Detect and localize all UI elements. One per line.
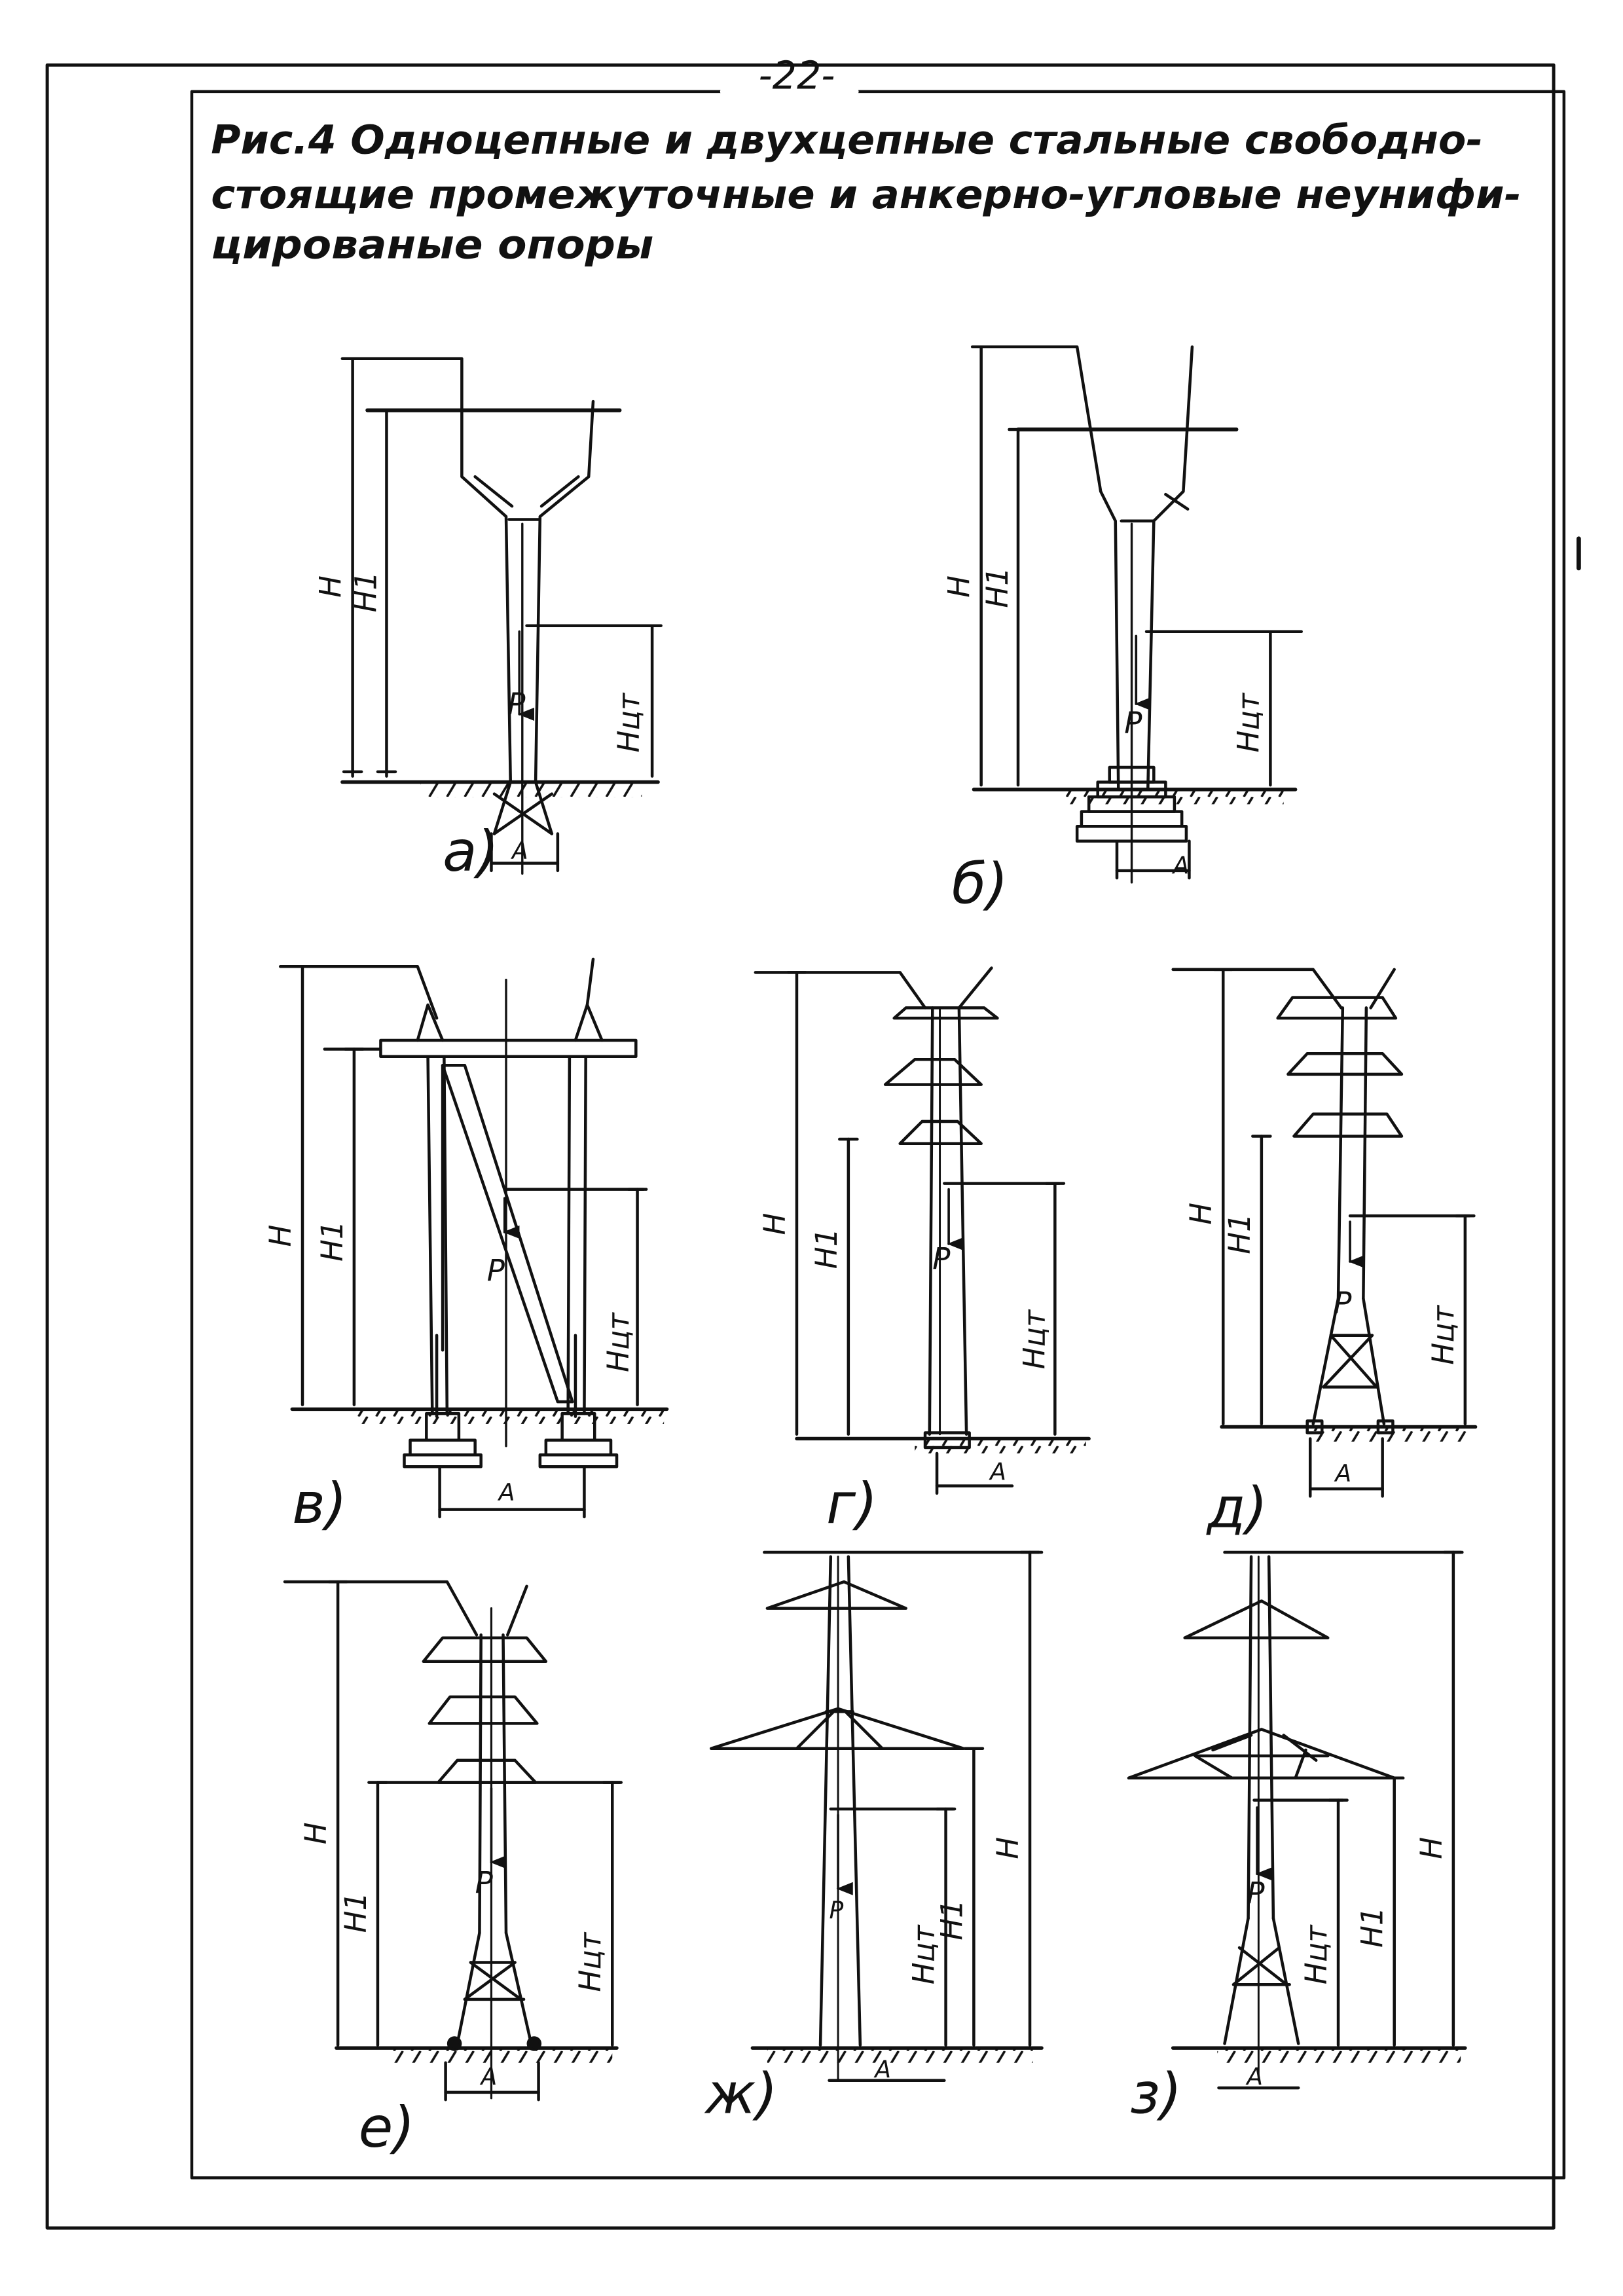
label-P: P: [1124, 706, 1142, 740]
label-P: P: [932, 1241, 951, 1276]
label-H1: H1: [980, 567, 1015, 608]
figure-e: [283, 1580, 623, 2102]
figure-v: [278, 957, 669, 1519]
label-H: H: [942, 575, 977, 598]
label-H: H: [314, 575, 348, 598]
figure-label-e: е): [359, 2096, 415, 2160]
label-A: A: [989, 1459, 1006, 1486]
label-H1: H1: [349, 572, 384, 613]
label-A: A: [498, 1479, 515, 1506]
label-Hct: Hцт: [1231, 692, 1266, 753]
figure-zh: [709, 1550, 1044, 2083]
page-header: -22-: [759, 53, 835, 98]
caption-line-3: цированые опоры: [211, 223, 653, 268]
label-H: H: [263, 1225, 298, 1247]
figure-label-d: д): [1205, 1476, 1267, 1541]
figure-label-b: б): [952, 852, 1008, 917]
label-P: P: [487, 1253, 505, 1288]
figure-label-v: в): [292, 1472, 347, 1537]
label-A: A: [511, 837, 528, 865]
label-H: H: [757, 1213, 792, 1235]
label-H: H: [991, 1837, 1025, 1859]
label-P: P: [507, 687, 526, 721]
caption-line-2: стоящие промежуточные и анкерно-угловые …: [211, 172, 1521, 218]
label-Hct: Hцт: [611, 692, 646, 753]
label-P: P: [1247, 1876, 1265, 1910]
label-Hct: Hцт: [1017, 1309, 1052, 1370]
label-H1: H1: [338, 1892, 373, 1933]
label-H: H: [1414, 1837, 1449, 1859]
label-Hct: Hцт: [1299, 1924, 1334, 1985]
figure-b: [970, 345, 1303, 884]
label-H1: H1: [1222, 1213, 1257, 1254]
figure-label-z: з): [1130, 2062, 1182, 2126]
label-A: A: [1172, 852, 1190, 879]
label-H1: H1: [934, 1899, 969, 1941]
figure-a: [340, 357, 663, 875]
label-Hct: Hцт: [573, 1931, 608, 1992]
figure-z: [1127, 1550, 1467, 2090]
figure-g: [754, 966, 1091, 1495]
label-A: A: [873, 2056, 891, 2083]
figure-caption: Рис.4 Одноцепные и двухцепные стальные с…: [211, 118, 1521, 268]
page-number: -22-: [759, 53, 835, 98]
label-P: P: [475, 1866, 494, 1901]
figure-label-g: г): [826, 1472, 877, 1537]
figure-label-zh: ж): [704, 2062, 778, 2126]
dimension-letters: H H1 Hцт P A H H1 Hцт P A H H1 Hцт P A H…: [263, 567, 1461, 2090]
label-Hct: Hцт: [1426, 1304, 1461, 1365]
label-A: A: [1245, 2064, 1263, 2091]
label-H1: H1: [1355, 1906, 1390, 1948]
figure-label-a: а): [443, 820, 499, 884]
figure-labels: а) б) в) г) д) е) ж) з): [292, 820, 1267, 2160]
label-H1: H1: [315, 1220, 350, 1262]
label-H1: H1: [809, 1228, 844, 1269]
label-P: P: [830, 1897, 844, 1924]
sheet-frame: [45, 63, 1581, 2230]
label-H: H: [1184, 1203, 1218, 1225]
figure-d: [1171, 968, 1478, 1498]
label-H: H: [299, 1822, 333, 1844]
caption-line-1: Рис.4 Одноцепные и двухцепные стальные с…: [211, 118, 1483, 164]
label-A: A: [480, 2064, 498, 2091]
label-Hct: Hцт: [907, 1924, 941, 1985]
label-A: A: [1334, 1460, 1352, 1487]
label-Hct: Hцт: [601, 1311, 636, 1372]
label-P: P: [1334, 1286, 1352, 1321]
